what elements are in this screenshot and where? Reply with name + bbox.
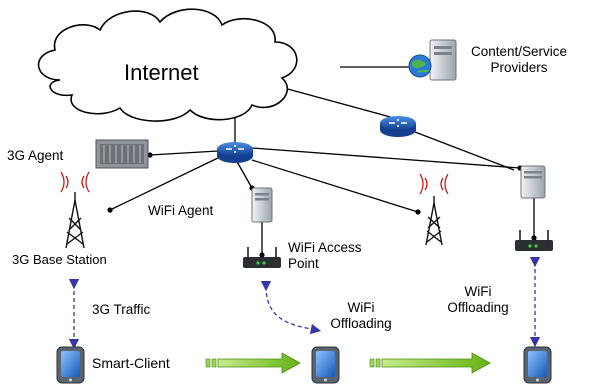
3g-agent-icon	[95, 139, 149, 169]
smartphone-right-icon	[523, 346, 552, 384]
internet-cloud	[37, 8, 298, 122]
wifi-access-point-label: WiFi Access Point	[288, 240, 362, 271]
provider-server-icon	[408, 39, 457, 81]
smartphone-center-icon	[311, 346, 340, 384]
wifi-offloading-right-label: WiFi Offloading	[447, 284, 509, 315]
wifi-access-point-icon	[243, 247, 281, 268]
link-router-wifi-agent	[235, 159, 253, 189]
right-server-icon	[520, 165, 546, 199]
movement-arrow-1	[205, 352, 301, 374]
right-router-icon	[380, 116, 416, 137]
link-router-tower-right	[251, 159, 419, 213]
wifi-agent-label: WiFi Agent	[148, 203, 214, 218]
smart-client-label: Smart-Client	[92, 355, 170, 371]
link-dots	[107, 64, 537, 258]
3g-tower-icon	[60, 171, 90, 249]
smartphone-left-icon	[56, 346, 85, 384]
link-right-router-server	[414, 131, 515, 171]
right-tower-icon	[419, 173, 449, 246]
internet-label: Internet	[124, 60, 199, 85]
link-router-3g-agent	[149, 150, 219, 156]
dashed-arrows	[68, 256, 541, 350]
3g-base-station-label: 3G Base Station	[12, 252, 107, 267]
3g-agent-label: 3G Agent	[7, 148, 64, 163]
wifi-offloading-arrow	[260, 280, 322, 335]
link-router-base-station	[109, 155, 223, 211]
wifi-offloading-center-label: WiFi Offloading	[330, 300, 392, 331]
wifi-agent-server-icon	[251, 187, 273, 223]
link-router-right-server	[251, 147, 521, 169]
3g-traffic-label: 3G Traffic	[92, 302, 151, 317]
content-providers-label: Content/Service Providers	[470, 44, 568, 75]
right-access-point-icon	[515, 230, 553, 251]
movement-arrow-2	[369, 352, 491, 374]
main-router-icon	[217, 142, 253, 163]
